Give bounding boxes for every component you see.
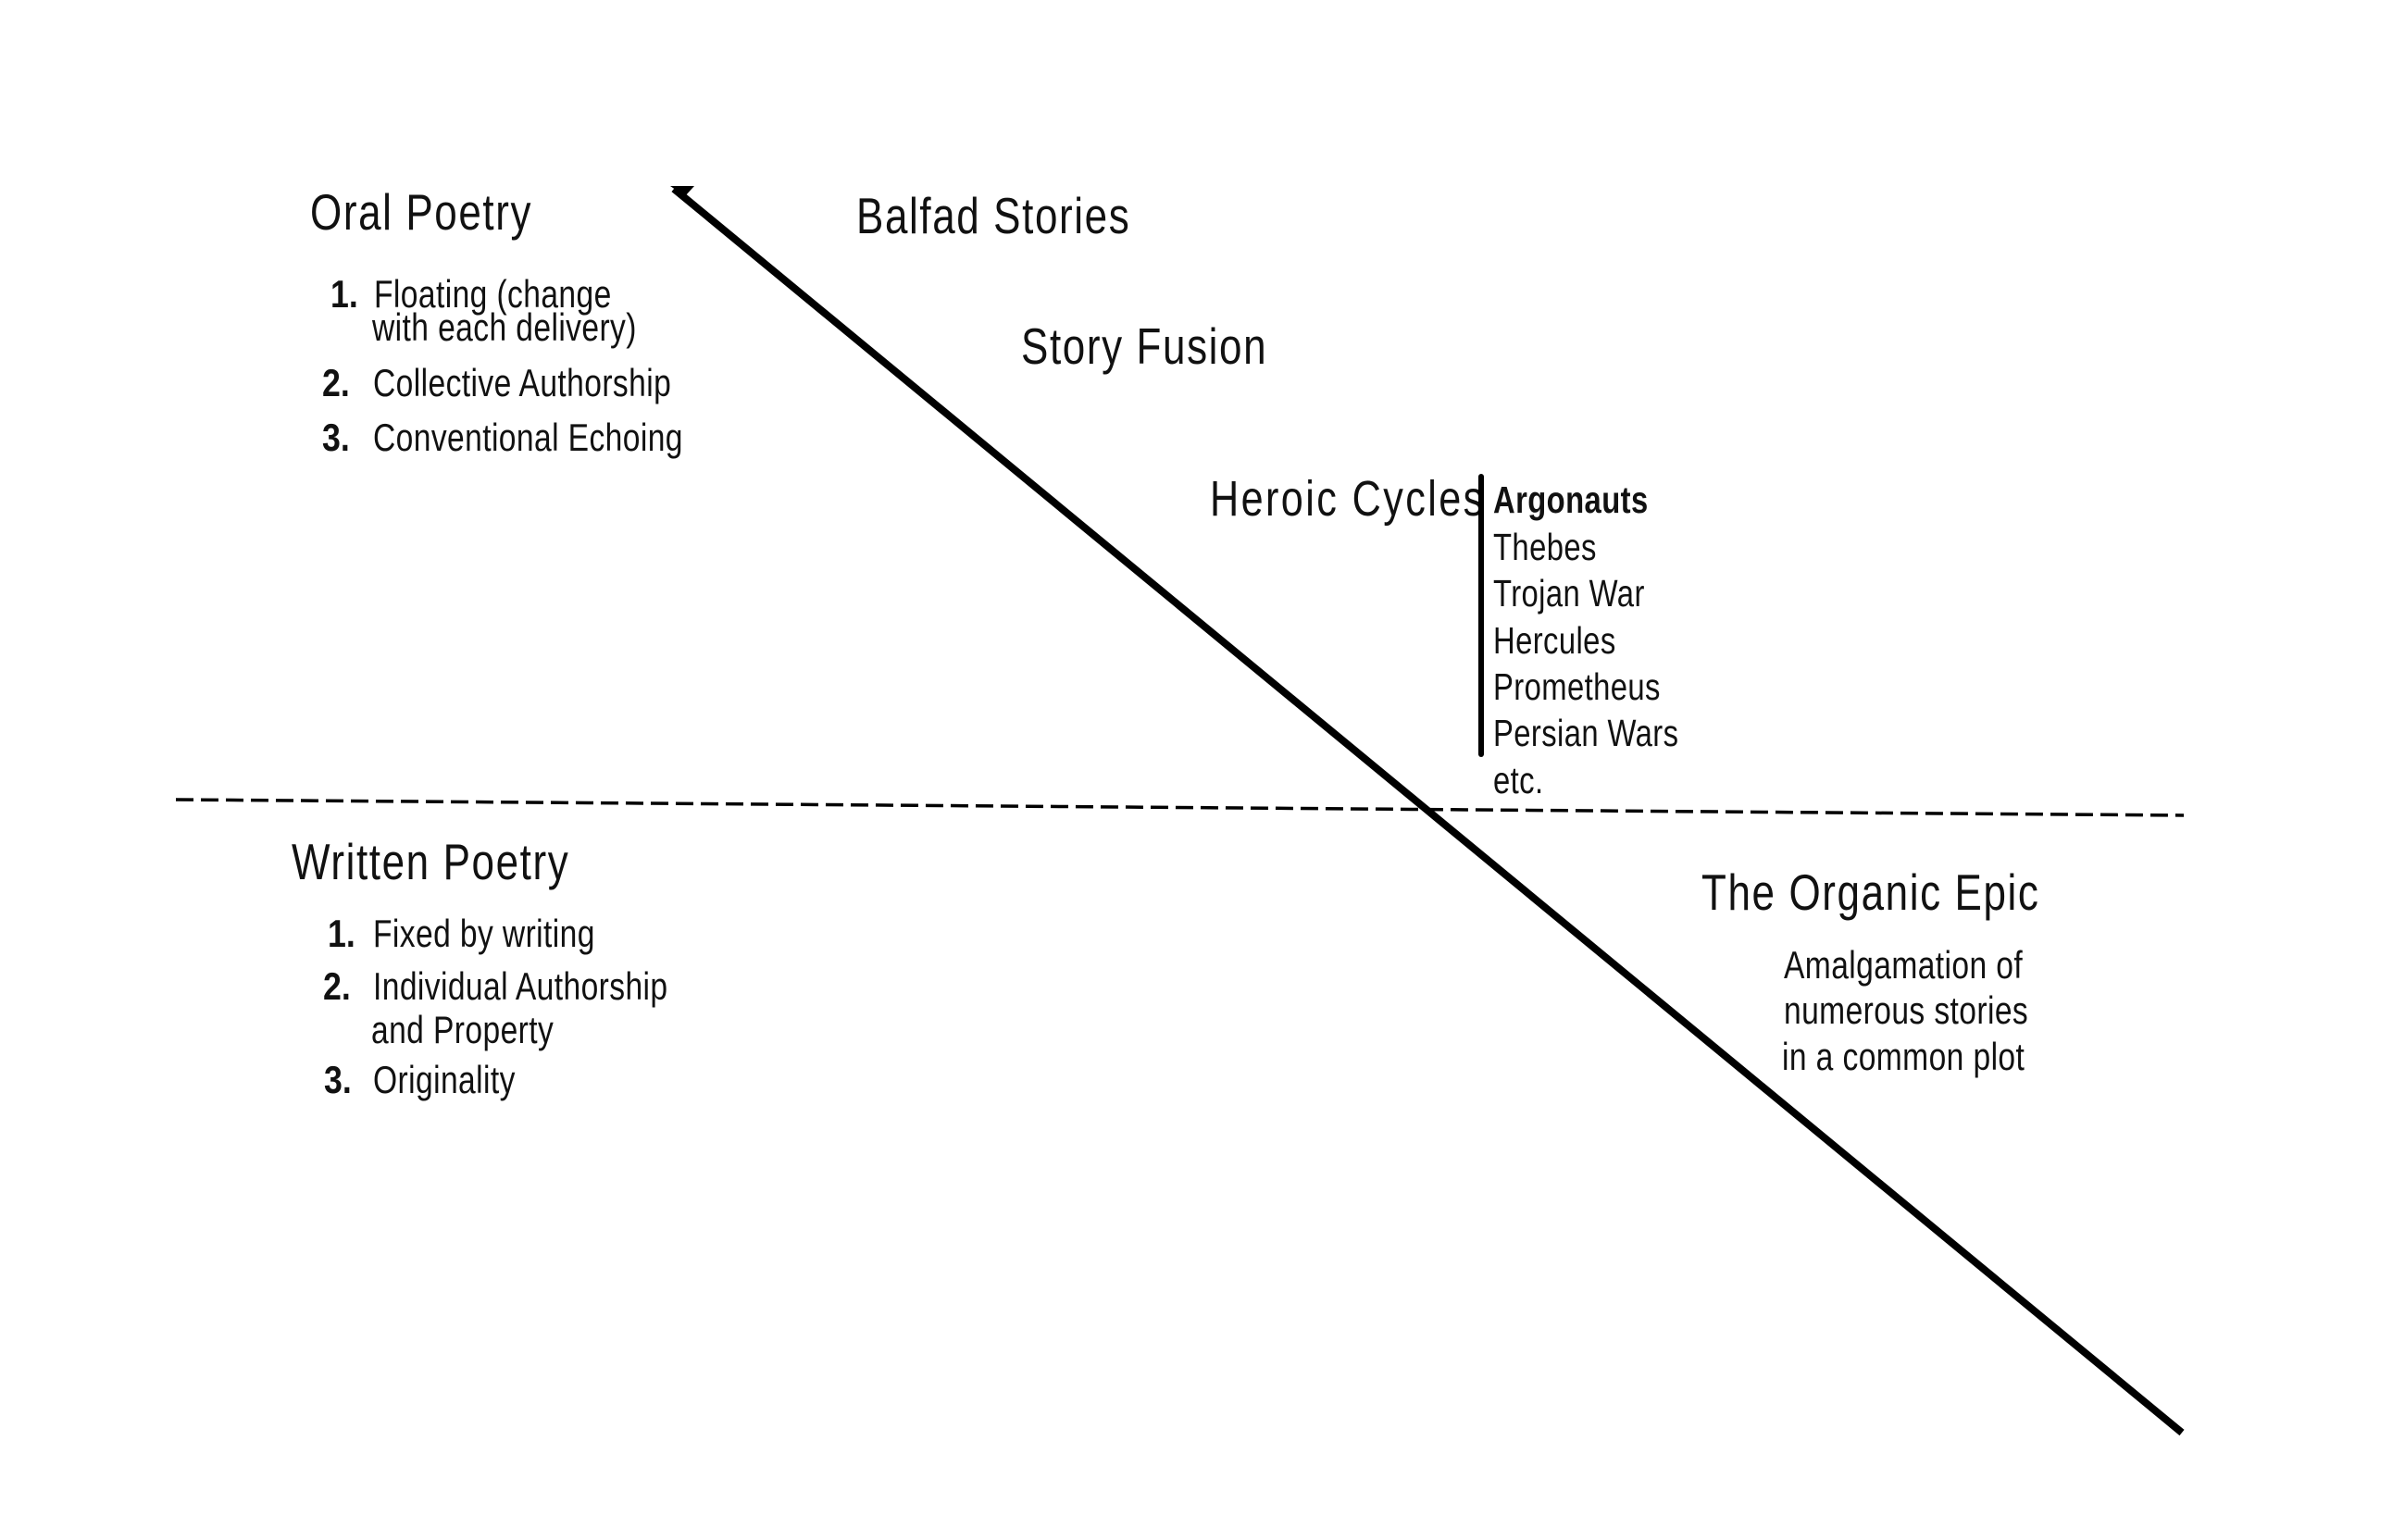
written-item-2-line-2: and Property [371, 1008, 555, 1051]
written-item-1-line-1: Fixed by writing [373, 912, 595, 955]
organic-epic-description-line-3: in a common plot [1782, 1035, 2025, 1078]
diagonal-line-start-flare [670, 186, 694, 196]
organic-epic-description-line-1: Amalgamation of [1784, 943, 2024, 987]
heroic-cycle-item-thebes: Thebes [1493, 526, 1597, 568]
story-fusion-label: Story Fusion [1021, 317, 1268, 375]
heroic-cycles-bracket [1478, 474, 1484, 757]
heroic-cycle-item-prometheus: Prometheus [1493, 665, 1661, 708]
oral-item-2-number: 2. [322, 361, 350, 404]
heroic-cycle-item-persian-wars: Persian Wars [1493, 712, 1679, 754]
written-poetry-heading: Written Poetry [292, 833, 570, 890]
written-item-1-number: 1. [328, 912, 355, 955]
oral-item-1-line-1: Floating (change [374, 272, 612, 316]
oral-item-3-number: 3. [322, 416, 350, 459]
written-item-3-line-1: Originality [373, 1058, 516, 1101]
heroic-cycle-item-hercules: Hercules [1493, 619, 1616, 662]
oral-item-1-line-2: with each delivery) [372, 305, 637, 349]
oral-written-divider-dashed-line [175, 798, 2185, 817]
heroic-cycle-item-argonauts: Argonauts [1493, 478, 1649, 521]
written-item-2-line-1: Individual Authorship [373, 964, 668, 1008]
heroic-cycles-label: Heroic Cycles [1210, 471, 1486, 527]
heroic-cycle-item-trojan-war: Trojan War [1493, 572, 1645, 615]
oral-item-2-line-1: Collective Authorship [373, 361, 672, 404]
oral-poetry-heading: Oral Poetry [310, 183, 533, 241]
ballad-stories-label: Balfad Stories [856, 187, 1131, 244]
written-item-2-number: 2. [323, 964, 351, 1008]
written-item-3-number: 3. [324, 1058, 352, 1101]
oral-item-1-number: 1. [330, 272, 358, 316]
organic-epic-description-line-2: numerous stories [1784, 988, 2029, 1032]
oral-item-3-line-1: Conventional Echoing [373, 416, 683, 459]
development-diagonal-line [671, 185, 2185, 1436]
organic-epic-heading: The Organic Epic [1701, 863, 2040, 921]
heroic-cycle-item-etc: etc. [1493, 759, 1544, 801]
